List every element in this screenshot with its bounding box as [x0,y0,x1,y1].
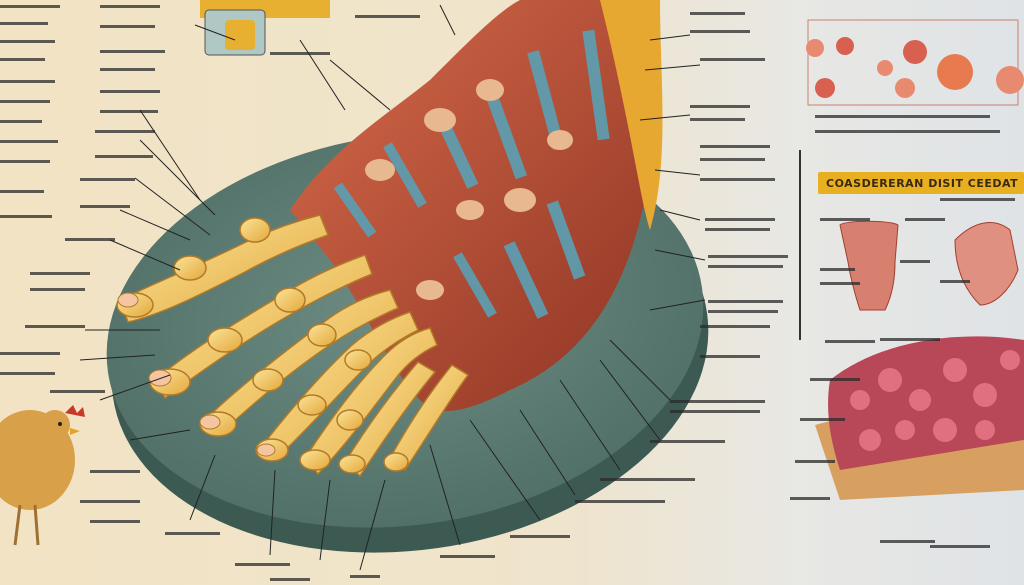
cell-diagram [806,19,1024,106]
annotation-labels [0,5,1015,581]
banner-title: COASDERERAN DISIT CEEDAT [818,172,1024,194]
leader-lines [79,4,706,571]
muscle-block-illustration [815,336,1024,500]
toe-bones [116,214,470,478]
chicken-icon [0,405,85,546]
tissue-cube [200,0,330,56]
hand-muscle-right [954,222,1019,306]
